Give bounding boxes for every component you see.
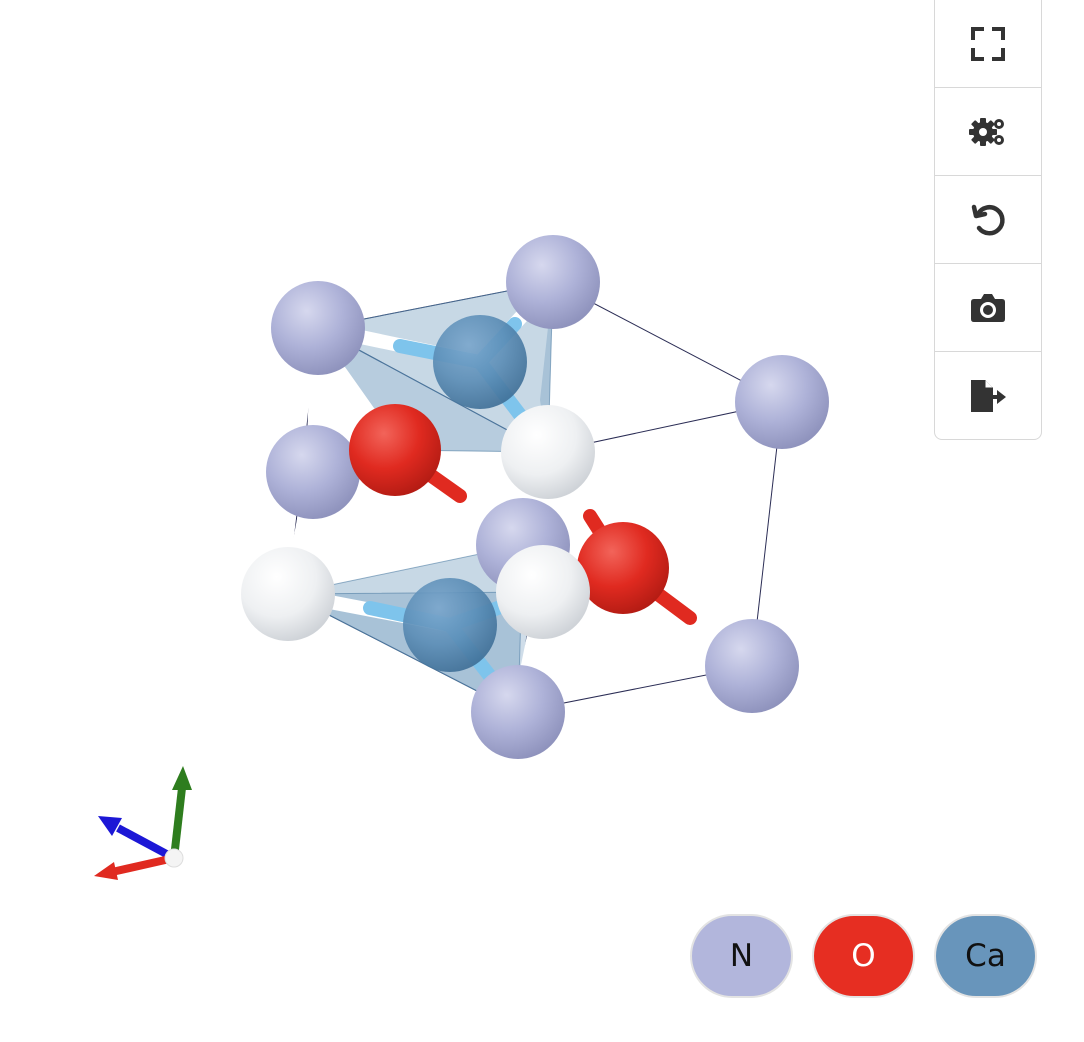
atom-h	[501, 405, 595, 499]
reset-view-button[interactable]	[935, 176, 1041, 264]
atom-n	[705, 619, 799, 713]
legend-chip-label: O	[851, 938, 876, 974]
legend-chip-ca[interactable]: Ca	[934, 914, 1037, 998]
atom-o	[349, 404, 441, 496]
atom-n	[471, 665, 565, 759]
atom-o	[577, 522, 669, 614]
atom-h	[241, 547, 335, 641]
element-legend: N O Ca	[690, 914, 1037, 998]
legend-chip-label: N	[729, 938, 754, 974]
camera-icon	[971, 293, 1005, 322]
export-button[interactable]	[935, 352, 1041, 439]
settings-button[interactable]	[935, 88, 1041, 176]
gears-icon	[969, 117, 1004, 146]
atom-n	[735, 355, 829, 449]
legend-chip-o[interactable]: O	[812, 914, 915, 998]
axis-triad	[94, 766, 192, 880]
atom-h	[496, 545, 590, 639]
viewer-toolbar	[934, 0, 1042, 440]
legend-chip-label: Ca	[965, 938, 1006, 974]
fullscreen-button[interactable]	[935, 0, 1041, 88]
file-export-icon	[971, 379, 1006, 412]
rotate-left-icon	[971, 204, 1005, 235]
legend-chip-n[interactable]: N	[690, 914, 793, 998]
atom-n	[271, 281, 365, 375]
atoms	[241, 235, 829, 759]
atom-ca	[403, 578, 497, 672]
screenshot-button[interactable]	[935, 264, 1041, 352]
atom-ca	[433, 315, 527, 409]
fullscreen-icon	[971, 27, 1005, 61]
atom-n	[506, 235, 600, 329]
atom-n	[266, 425, 360, 519]
